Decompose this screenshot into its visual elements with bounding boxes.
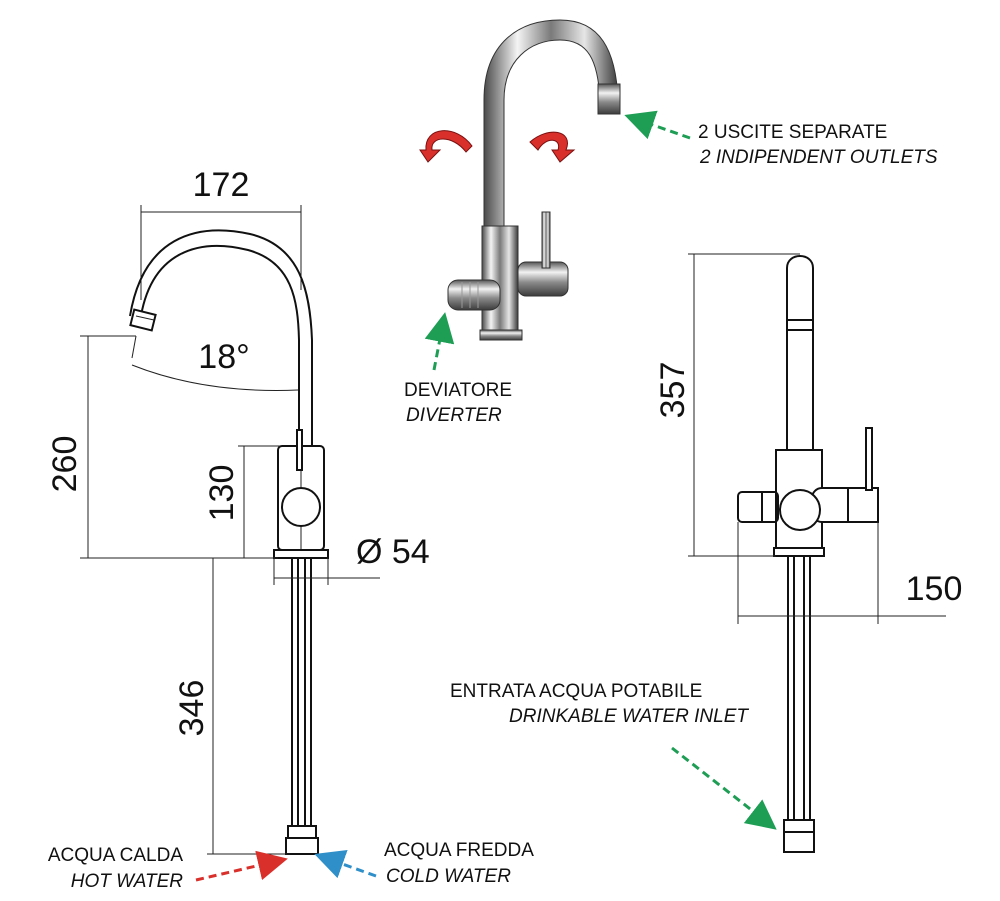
cold-water-arrow-icon [314,849,377,879]
dimension-side-width: 150 [737,522,963,624]
inlet-label-en: DRINKABLE WATER INLET [509,706,749,727]
dimension-base-diameter: Ø 54 [273,533,430,585]
outlets-label-it: 2 USCITE SEPARATE [698,122,887,143]
angle-18-label: 18° [198,338,249,376]
dimension-spout-reach: 172 [140,166,302,300]
front-supply-hoses [783,556,815,853]
cold-water-label-en: COLD WATER [386,866,511,887]
diverter-arrow-icon [424,312,455,371]
dimension-130-label: 130 [203,465,241,522]
hot-water-arrow-icon [195,850,288,882]
hot-water-label-en: HOT WATER [71,871,184,892]
dimension-hose-length: 346 [173,558,290,855]
outlets-arrow-icon [624,110,691,140]
spout [129,229,313,445]
dimension-swivel-angle: 18° [131,335,299,391]
diverter-label-it: DEVIATORE [404,380,512,401]
dimension-150-label: 150 [906,570,963,608]
dimension-172-label: 172 [193,166,250,204]
dimension-body-height: 130 [203,445,280,558]
hot-water-label-it: ACQUA CALDA [48,845,183,866]
diverter-label-en: DIVERTER [406,405,502,426]
right-front-view: 357 150 ENTRATA ACQUA POTABILE DRINKABLE… [450,253,963,853]
spout-aerator [129,308,157,332]
inlet-label-it: ENTRATA ACQUA POTABILE [450,681,702,702]
cold-water-label-it: ACQUA FREDDA [384,840,534,861]
inlet-arrow-icon [671,746,777,830]
left-side-view: 172 18° 260 [46,166,534,892]
product-photo: 2 USCITE SEPARATE 2 INDIPENDENT OUTLETS … [404,19,938,426]
supply-hoses [285,558,319,855]
rotation-right-icon [529,131,576,163]
dimension-357-label: 357 [654,362,692,419]
diameter-54-label: Ø 54 [356,533,430,571]
base-ring [273,549,329,559]
photo-diverter-knob [447,279,501,311]
dimension-260-label: 260 [46,436,84,493]
outlets-label-en: 2 INDIPENDENT OUTLETS [699,147,938,168]
dimension-346-label: 346 [173,680,211,737]
dimension-spout-height: 260 [46,335,278,559]
photo-spout [483,19,619,235]
dimension-total-height: 357 [654,253,800,557]
front-spout-column [786,255,814,451]
diverter-knob [281,487,321,527]
rotation-left-icon [419,130,473,163]
